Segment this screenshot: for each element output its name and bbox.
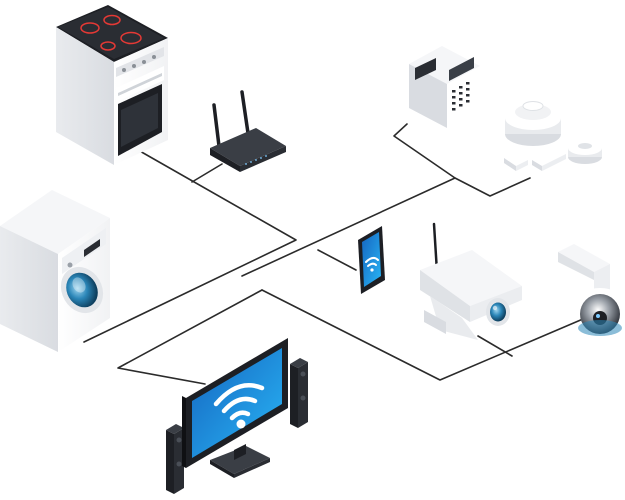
smoke-detector-icon [505, 101, 561, 146]
door-sensor-icon [504, 148, 566, 171]
electric-stove-icon [56, 5, 168, 165]
line-camera-mount [477, 335, 513, 357]
line-alarm-to-tablet [241, 123, 456, 277]
connection-lines [83, 123, 591, 385]
line-hub-to-cameras [261, 289, 591, 381]
bullet-camera-icon [420, 222, 522, 340]
wifi-router-icon [210, 90, 286, 172]
alarm-keypad-icon [409, 46, 480, 128]
washing-machine-icon [0, 190, 110, 352]
line-stove-to-hub [83, 149, 297, 343]
speaker-icon [166, 358, 308, 494]
line-sensors-branch [454, 177, 531, 197]
line-router-to-hub [191, 163, 223, 183]
line-tablet-to-hub [317, 249, 357, 271]
motion-sensor-icon [568, 141, 602, 164]
tablet-wifi-icon [358, 226, 385, 294]
smart-tv-wifi-icon [182, 338, 288, 478]
line-tv-to-hub [117, 289, 263, 385]
dome-camera-icon [558, 244, 624, 336]
